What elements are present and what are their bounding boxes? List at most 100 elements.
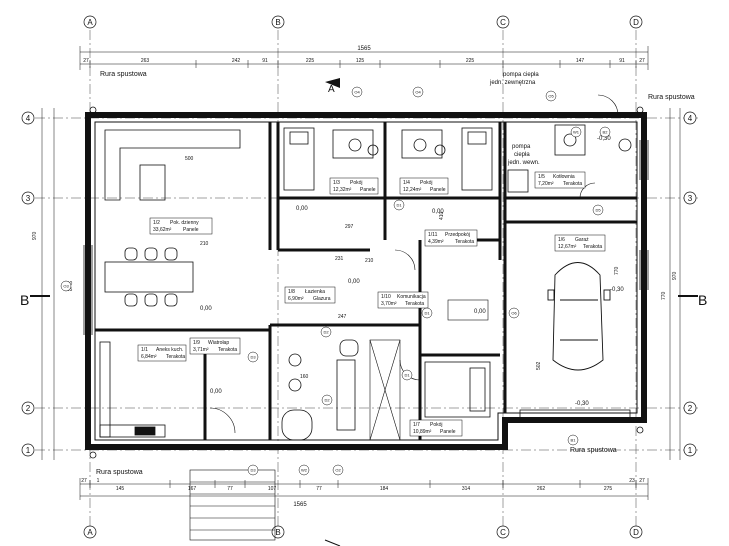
svg-text:O2: O2 [335,468,341,473]
label-rura-top-right: Rura spustowa [648,94,695,101]
downpipes [89,106,644,459]
room-pokoj-2: 1/4 Pokój 12,24m² Panele [399,177,449,195]
svg-text:500: 500 [185,156,194,162]
level-komunikacja: 0,00 [474,309,486,315]
dining-table [104,247,194,307]
level-markers: 0,00 0,00 0,00 0,00 0,00 0,00 -0,30 -0,3… [200,136,624,407]
room-pok-dzienny: 1/2 Pok. dzienny 33,62m² Panele [149,217,213,235]
svg-text:D3: D3 [250,355,256,360]
svg-text:12,32m²: 12,32m² [333,187,352,193]
label-pompa-zew-2: jedn. zewnętrzna [489,80,536,86]
svg-text:O6: O6 [511,311,517,316]
car [547,262,611,371]
room-wiatrolap: 1/9 Wiatrołap 3,71m² Terakota [189,337,241,355]
level-wiatrolap: 0,00 [210,389,222,395]
level-boiler: -0,30 [597,136,611,142]
svg-text:7,20m²: 7,20m² [538,181,554,187]
svg-text:12,67m²: 12,67m² [558,244,577,250]
top-dim-values: 27 263 242 91 225 125 225 147 91 27 [83,58,645,64]
svg-text:Aneks kuch.: Aneks kuch. [156,347,183,353]
svg-text:242: 242 [232,58,241,64]
svg-text:Pokój: Pokój [350,180,363,186]
room-kotlownia: 1/5 Kotłownia 7,20m² Terakota [534,171,586,189]
svg-text:O3: O3 [63,284,69,289]
windows [83,112,649,450]
svg-text:410: 410 [439,211,445,220]
svg-text:125: 125 [356,58,365,64]
section-right-label: B [698,292,707,308]
room-labels: 1/2 Pok. dzienny 33,62m² Panele 1/3 Pokó… [137,171,606,437]
svg-text:502: 502 [536,361,542,370]
svg-text:262: 262 [537,486,546,492]
svg-text:225: 225 [306,58,315,64]
kitchen-counter [99,341,166,438]
interior-walls [95,122,637,440]
axis-4-right: 4 [688,114,693,123]
svg-text:Terakota: Terakota [563,181,582,187]
svg-text:6,90m²: 6,90m² [288,296,304,302]
svg-text:27: 27 [639,478,645,484]
room-aneks-kuch: 1/1 Aneks kuch. 6,84m² Terakota [137,344,187,362]
svg-text:Terakota: Terakota [583,244,602,250]
svg-text:23: 23 [629,478,635,484]
svg-text:77: 77 [316,486,322,492]
svg-text:275: 275 [604,486,613,492]
svg-text:210: 210 [365,258,374,264]
svg-text:Wiatrołap: Wiatrołap [208,340,229,346]
svg-text:Terakota: Terakota [218,347,237,353]
svg-text:77: 77 [227,486,233,492]
svg-text:1/9: 1/9 [193,340,200,346]
svg-text:D1: D1 [396,203,402,208]
svg-text:6,84m²: 6,84m² [141,354,157,360]
room-garaz: 1/6 Garaż 12,67m² Terakota [554,234,606,252]
exterior-wall-inner-line [94,121,638,441]
svg-text:Przedpokój: Przedpokój [445,232,470,238]
svg-text:W2: W2 [301,468,308,473]
external-labels: Rura spustowa Rura spustowa Rura spustow… [96,71,695,476]
axis-b-bottom: B [275,528,280,537]
svg-text:184: 184 [380,486,389,492]
axis-2-left: 2 [26,404,31,413]
room-przedpokoj: 1/11 Przedpokój 4,39m² Terakota [424,229,478,247]
svg-text:314: 314 [462,486,471,492]
svg-text:167: 167 [188,486,197,492]
label-pompa-zew-1: pompa ciepła [503,72,539,78]
svg-text:Pokój: Pokój [420,180,433,186]
svg-text:B1: B1 [571,438,577,443]
room-pokoj-3: 1/7 Pokój 10,89m² Panele [409,419,463,437]
desks [332,129,446,159]
level-room2: 0,00 [432,209,444,215]
symbol-labels: O4 O4 O5 O3 D5 D1 O6 D1 D3 D3 D2 D1 D2 O… [63,90,608,473]
svg-text:12,24m²: 12,24m² [403,187,422,193]
svg-text:D1: D1 [404,373,410,378]
svg-text:770: 770 [614,266,620,275]
svg-text:Komunikacja: Komunikacja [397,294,426,300]
svg-text:1/2: 1/2 [153,220,160,226]
svg-text:147: 147 [576,58,585,64]
label-rura-bottom-right: Rura spustowa [570,447,617,454]
svg-text:1/3: 1/3 [333,180,340,186]
svg-text:Glazura: Glazura [313,296,331,302]
level-garage: -0,30 [610,287,624,293]
staircase [369,299,489,441]
section-cut-bottom [324,539,341,546]
svg-text:1/7: 1/7 [413,422,420,428]
level-hall: 0,00 [348,279,360,285]
section-markers: B B [20,292,707,308]
side-dimensions [41,108,681,460]
svg-text:O5: O5 [548,94,554,99]
svg-text:Łazienka: Łazienka [305,289,325,295]
svg-text:Garaż: Garaż [575,237,589,243]
svg-text:Terakota: Terakota [405,301,424,307]
svg-text:27: 27 [81,478,87,484]
svg-text:770: 770 [661,291,667,300]
top-dimensions [79,46,649,70]
svg-text:Panele: Panele [430,187,446,193]
sofa [104,129,241,201]
svg-text:10,89m²: 10,89m² [413,429,432,435]
svg-text:Pokój: Pokój [430,422,443,428]
svg-text:27: 27 [83,58,89,64]
svg-text:1/1: 1/1 [141,347,148,353]
bathroom-fixtures [281,339,359,441]
axis-2-right: 2 [688,404,693,413]
